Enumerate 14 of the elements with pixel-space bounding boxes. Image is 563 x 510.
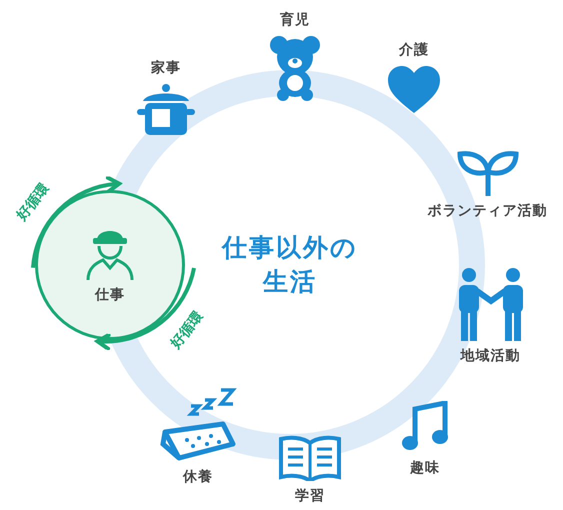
center-title: 仕事以外の生活 [220, 232, 359, 298]
category-label: 家事 [151, 59, 181, 77]
category-label: ボランティア活動 [428, 202, 548, 220]
category-label: 地域活動 [460, 347, 520, 365]
edge-label: 好循環 [166, 308, 208, 352]
edge-label: 好循環 [12, 180, 54, 224]
category-label: 休養 [183, 468, 213, 486]
cycle-arrow [95, 268, 196, 352]
category-label: 学習 [295, 487, 325, 505]
category-label: 趣味 [410, 459, 440, 477]
category-label: 介護 [399, 41, 429, 59]
cycle-arrow [31, 175, 122, 268]
category-label: 育児 [280, 11, 310, 29]
category-label: 仕事 [95, 286, 125, 304]
